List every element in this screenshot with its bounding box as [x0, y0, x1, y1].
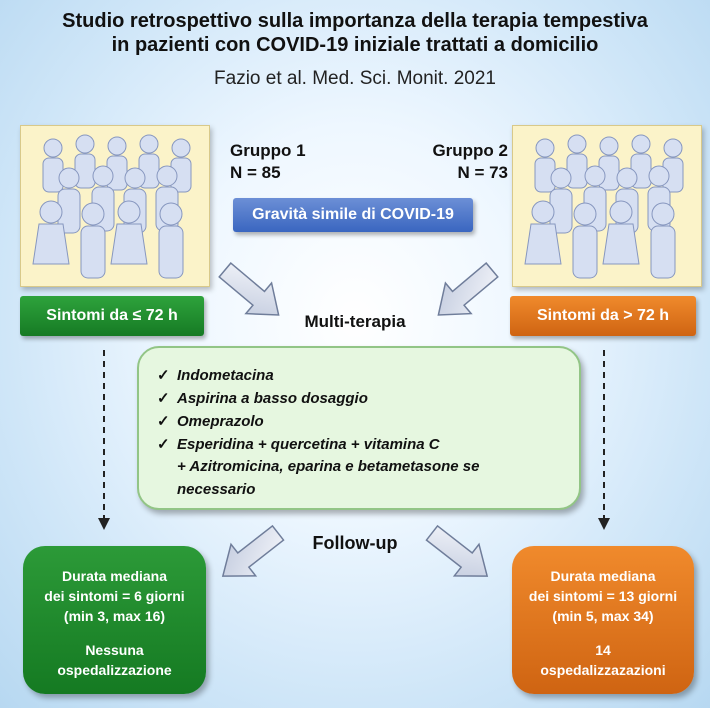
therapy-item: ✓Esperidina + quercetina + vitamina C: [157, 433, 579, 456]
title-line-1: Studio retrospettivo sulla importanza de…: [62, 10, 648, 32]
followup-label: Follow-up: [312, 533, 398, 553]
severity-box: Gravità simile di COVID-19: [233, 198, 473, 232]
check-icon: ✓: [157, 390, 170, 407]
people-group-icon: [524, 134, 684, 279]
group-2-count: N = 73: [457, 163, 508, 182]
people-group-icon-right: [512, 125, 702, 287]
arrowhead-icon: [598, 518, 610, 530]
therapy-item: ✓Aspirina a basso dosaggio: [157, 387, 579, 410]
symptoms-early-box: Sintomi da ≤ 72 h: [20, 296, 204, 336]
hospitalization-text: 14 ospedalizzazazioni: [540, 642, 666, 678]
block-arrow-icon: [425, 524, 489, 577]
result-box-late: Durata mediana dei sintomi = 13 giorni (…: [512, 546, 694, 694]
check-icon: ✓: [157, 436, 170, 453]
therapy-note-line-2: necessario: [177, 481, 256, 498]
therapy-note-line-1: + Azitromicina, eparina e betametasone s…: [177, 458, 480, 475]
group-1-count: N = 85: [230, 163, 281, 182]
multi-therapy-label: Multi-terapia: [304, 312, 406, 331]
people-group-icon-left: [20, 125, 210, 287]
group-1-name: Gruppo 1: [230, 141, 306, 160]
citation: Fazio et al. Med. Sci. Monit. 2021: [214, 68, 496, 89]
therapy-item: ✓Omeprazolo: [157, 410, 579, 433]
arrowhead-icon: [98, 518, 110, 530]
therapy-box: ✓Indometacina ✓Aspirina a basso dosaggio…: [137, 346, 581, 510]
result-box-early: Durata mediana dei sintomi = 6 giorni (m…: [23, 546, 206, 694]
group-2-name: Gruppo 2: [432, 141, 508, 160]
therapy-list: ✓Indometacina ✓Aspirina a basso dosaggio…: [139, 348, 579, 456]
group-2-label: Gruppo 2 N = 73: [416, 140, 508, 184]
block-arrow-icon: [221, 524, 285, 577]
check-icon: ✓: [157, 413, 170, 430]
therapy-item: ✓Indometacina: [157, 364, 579, 387]
therapy-note: + Azitromicina, eparina e betametasone s…: [139, 455, 579, 501]
duration-text: Durata mediana dei sintomi = 13 giorni (…: [528, 568, 678, 624]
symptoms-late-box: Sintomi da > 72 h: [510, 296, 696, 336]
title-line-2: in pazienti con COVID-19 iniziale tratta…: [111, 34, 599, 56]
hospitalization-text: Nessuna ospedalizzazione: [57, 642, 172, 678]
check-icon: ✓: [157, 367, 170, 384]
people-group-icon: [32, 134, 192, 279]
duration-text: Durata mediana dei sintomi = 6 giorni (m…: [44, 568, 185, 624]
group-1-label: Gruppo 1 N = 85: [230, 140, 306, 184]
block-arrow-icon: [437, 262, 499, 316]
